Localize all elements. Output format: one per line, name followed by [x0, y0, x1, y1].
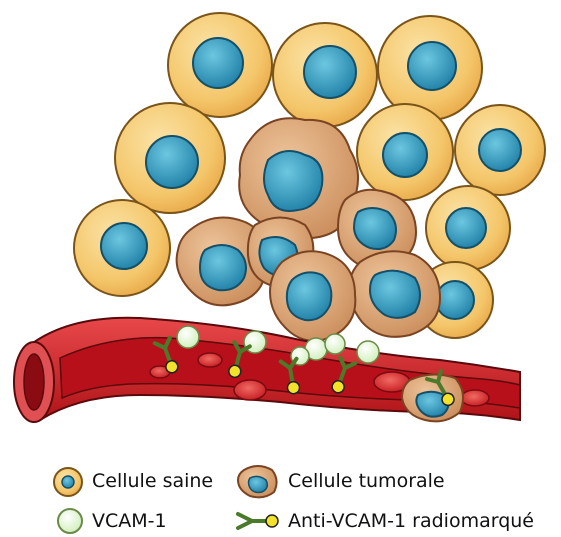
healthy-cell — [426, 186, 510, 270]
healthy-cell — [357, 104, 453, 200]
radiolabeled-antibody-icon — [238, 514, 278, 528]
vcam1-sphere — [177, 326, 199, 348]
red-blood-cell — [234, 380, 266, 400]
tumor-cell-icon — [238, 466, 277, 497]
vcam1-sphere — [357, 341, 379, 363]
healthy-cell — [273, 23, 377, 127]
tumor-cell — [270, 251, 355, 341]
legend-healthy-cell-label: Cellule saine — [92, 470, 213, 492]
healthy-cell-icon — [54, 468, 82, 496]
healthy-cell — [115, 103, 225, 213]
legend-antibody: Anti-VCAM-1 radiomarqué — [288, 510, 534, 532]
red-blood-cell — [461, 390, 489, 406]
healthy-cell — [455, 105, 545, 195]
legend-tumor-cell-label: Cellule tumorale — [288, 470, 445, 492]
healthy-cell — [168, 13, 272, 117]
vcam1-sphere — [325, 334, 345, 354]
healthy-cell — [74, 200, 170, 296]
red-blood-cell — [198, 353, 222, 367]
tumor-cell — [349, 251, 440, 337]
legend-healthy-cell: Cellule saine — [92, 470, 213, 492]
vcam1-sphere-icon — [58, 509, 82, 533]
legend-tumor-cell: Cellule tumorale — [288, 470, 445, 492]
legend-antibody-label: Anti-VCAM-1 radiomarqué — [288, 510, 534, 532]
legend-vcam1-label: VCAM-1 — [92, 510, 167, 532]
legend-vcam1: VCAM-1 — [92, 510, 167, 532]
